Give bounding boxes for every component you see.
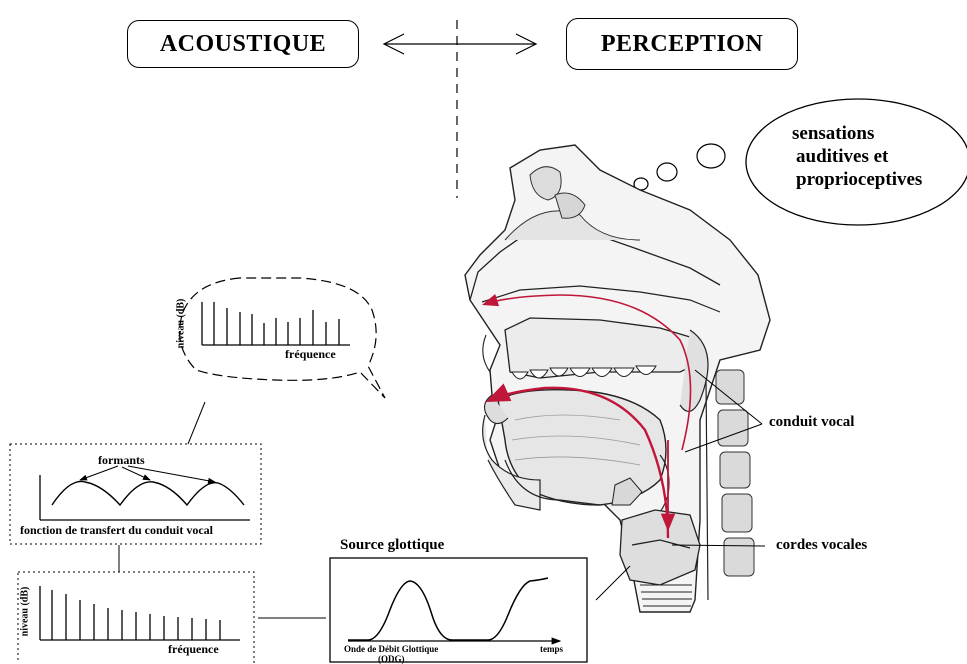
connector-spectrum-to-formants	[188, 402, 205, 444]
vocal-tract-illustration	[465, 145, 770, 612]
transfer-function-caption: fonction de transfert du conduit vocal	[20, 523, 213, 538]
thought-bubble-line-3: proprioceptives	[796, 168, 922, 191]
thought-bubble-line-2: auditives et	[796, 145, 888, 168]
connector-glottal-to-larynx	[596, 566, 630, 600]
source-spectrum-lines	[52, 590, 220, 640]
output-spectrum-bubble	[180, 278, 385, 398]
glottal-source-title: Source glottique	[340, 537, 444, 554]
formant-arrows	[80, 466, 215, 482]
thought-bubble-line-1: sensations	[792, 122, 874, 145]
source-spectrum-ylabel: niveau (dB)	[19, 587, 30, 637]
cordes-vocales-label: cordes vocales	[776, 537, 867, 554]
formant-curve	[52, 481, 244, 505]
formants-label: formants	[98, 453, 145, 468]
output-spectrum-xlabel: fréquence	[285, 347, 336, 362]
conduit-vocal-label: conduit vocal	[769, 414, 854, 431]
time-label: temps	[540, 644, 563, 654]
output-spectrum-ylabel: niveau (dB)	[175, 299, 186, 349]
source-spectrum-xlabel: fréquence	[168, 642, 219, 657]
double-arrow	[384, 34, 536, 54]
odg-label-line1: Onde de Débit Glottique	[344, 644, 438, 654]
